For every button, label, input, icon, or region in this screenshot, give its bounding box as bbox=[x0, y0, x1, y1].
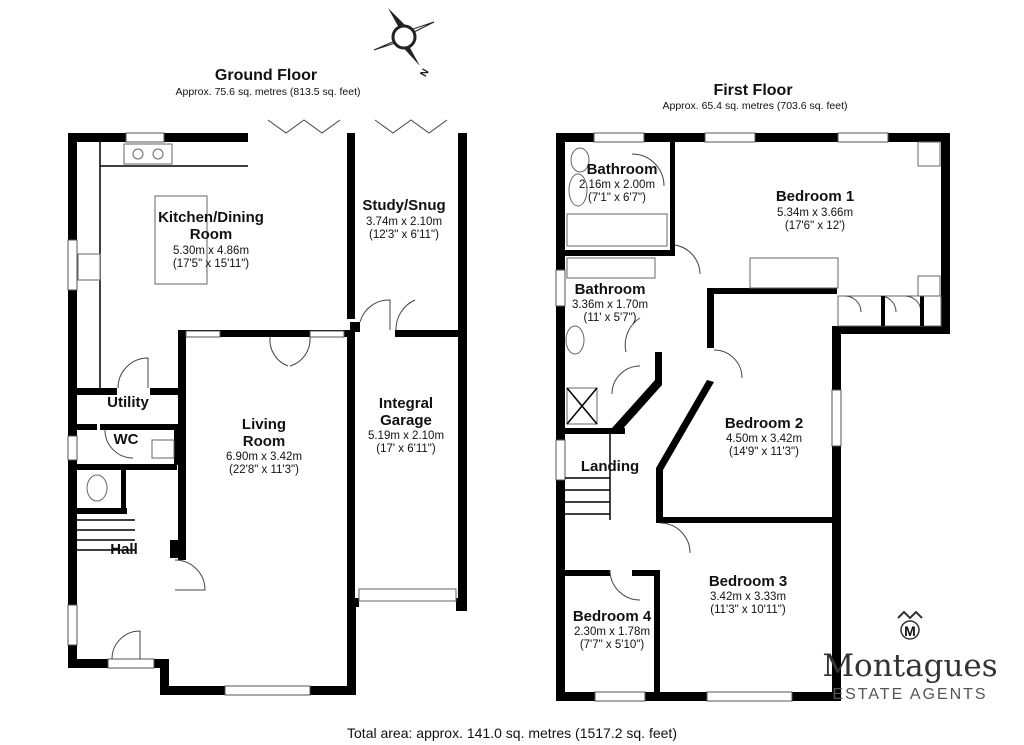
svg-text:(22'8" x 11'3"): (22'8" x 11'3") bbox=[229, 464, 299, 476]
svg-text:Bedroom 3: Bedroom 3 bbox=[709, 573, 787, 590]
first-floor-plan bbox=[555, 132, 950, 702]
svg-text:(14'9" x 11'3"): (14'9" x 11'3") bbox=[729, 446, 799, 458]
svg-text:6.90m x 3.42m: 6.90m x 3.42m bbox=[226, 451, 302, 463]
svg-text:2.30m x 1.78m: 2.30m x 1.78m bbox=[574, 626, 650, 638]
room-hall: Hall bbox=[110, 541, 138, 558]
svg-text:3.74m x 2.10m: 3.74m x 2.10m bbox=[366, 216, 442, 228]
ground-floor-area: Approx. 75.6 sq. metres (813.5 sq. feet) bbox=[175, 86, 360, 98]
svg-text:Study/Snug: Study/Snug bbox=[362, 197, 445, 214]
svg-text:Bedroom 1: Bedroom 1 bbox=[776, 188, 854, 205]
svg-text:(17'5" x 15'11"): (17'5" x 15'11") bbox=[173, 258, 249, 270]
room-bathroom-2: Bathroom 3.36m x 1.70m (11' x 5'7") bbox=[572, 281, 648, 324]
logo-subtitle: ESTATE AGENTS bbox=[832, 686, 987, 703]
svg-text:Bedroom 4: Bedroom 4 bbox=[573, 608, 652, 625]
first-floor-area: Approx. 65.4 sq. metres (703.6 sq. feet) bbox=[662, 100, 847, 112]
room-bedroom-3: Bedroom 3 3.42m x 3.33m (11'3" x 10'11") bbox=[709, 573, 787, 616]
svg-text:4.50m x 3.42m: 4.50m x 3.42m bbox=[726, 433, 802, 445]
logo-monogram: M bbox=[904, 623, 916, 639]
svg-text:5.30m x 4.86m: 5.30m x 4.86m bbox=[173, 245, 249, 257]
svg-text:Garage: Garage bbox=[380, 412, 432, 429]
room-bedroom-1: Bedroom 1 5.34m x 3.66m (17'6" x 12') bbox=[776, 188, 854, 232]
svg-text:(11' x 5'7"): (11' x 5'7") bbox=[583, 312, 636, 324]
room-wc: WC bbox=[114, 431, 139, 448]
room-integral-garage: Integral Garage 5.19m x 2.10m (17' x 6'1… bbox=[368, 395, 444, 455]
first-floor-title: First Floor bbox=[713, 82, 792, 99]
room-bathroom-1: Bathroom 2.16m x 2.00m (7'1" x 6'7") bbox=[579, 161, 657, 204]
room-kitchen-dining: Kitchen/Dining Room 5.30m x 4.86m (17'5"… bbox=[158, 209, 264, 270]
svg-text:Kitchen/Dining: Kitchen/Dining bbox=[158, 209, 264, 226]
compass-north-label: N bbox=[419, 67, 432, 79]
svg-text:3.36m x 1.70m: 3.36m x 1.70m bbox=[572, 299, 648, 311]
ground-floor-plan bbox=[67, 119, 467, 696]
svg-text:Room: Room bbox=[190, 226, 233, 243]
room-utility: Utility bbox=[107, 394, 149, 411]
svg-text:(11'3" x 10'11"): (11'3" x 10'11") bbox=[710, 604, 786, 616]
room-living: Living Room 6.90m x 3.42m (22'8" x 11'3"… bbox=[226, 416, 302, 476]
svg-text:(7'7" x 5'10"): (7'7" x 5'10") bbox=[580, 639, 645, 651]
room-landing: Landing bbox=[581, 458, 639, 475]
total-area: Total area: approx. 141.0 sq. metres (15… bbox=[347, 725, 677, 741]
svg-text:5.34m x 3.66m: 5.34m x 3.66m bbox=[777, 207, 853, 219]
compass-icon: N bbox=[373, 8, 435, 79]
logo-name: Montagues bbox=[822, 648, 997, 684]
room-study-snug: Study/Snug 3.74m x 2.10m (12'3" x 6'11") bbox=[362, 197, 445, 241]
svg-text:Living: Living bbox=[242, 416, 286, 433]
svg-text:(7'1" x 6'7"): (7'1" x 6'7") bbox=[588, 192, 646, 204]
svg-text:(12'3" x 6'11"): (12'3" x 6'11") bbox=[369, 229, 439, 241]
svg-text:5.19m x 2.10m: 5.19m x 2.10m bbox=[368, 430, 444, 442]
svg-text:2.16m x 2.00m: 2.16m x 2.00m bbox=[579, 179, 655, 191]
svg-text:Bedroom 2: Bedroom 2 bbox=[725, 415, 803, 432]
svg-text:(17'6" x 12'): (17'6" x 12') bbox=[785, 220, 845, 232]
svg-text:(17' x 6'11"): (17' x 6'11") bbox=[376, 443, 436, 455]
svg-text:Bathroom: Bathroom bbox=[587, 161, 658, 178]
svg-text:3.42m x 3.33m: 3.42m x 3.33m bbox=[710, 591, 786, 603]
montagues-logo: M Montagues ESTATE AGENTS bbox=[822, 610, 998, 703]
svg-text:Integral: Integral bbox=[379, 395, 433, 412]
svg-text:Bathroom: Bathroom bbox=[575, 281, 646, 298]
svg-text:Room: Room bbox=[243, 433, 286, 450]
room-bedroom-4: Bedroom 4 2.30m x 1.78m (7'7" x 5'10") bbox=[573, 608, 652, 651]
ground-floor-title: Ground Floor bbox=[215, 67, 317, 84]
room-bedroom-2: Bedroom 2 4.50m x 3.42m (14'9" x 11'3") bbox=[725, 415, 803, 458]
